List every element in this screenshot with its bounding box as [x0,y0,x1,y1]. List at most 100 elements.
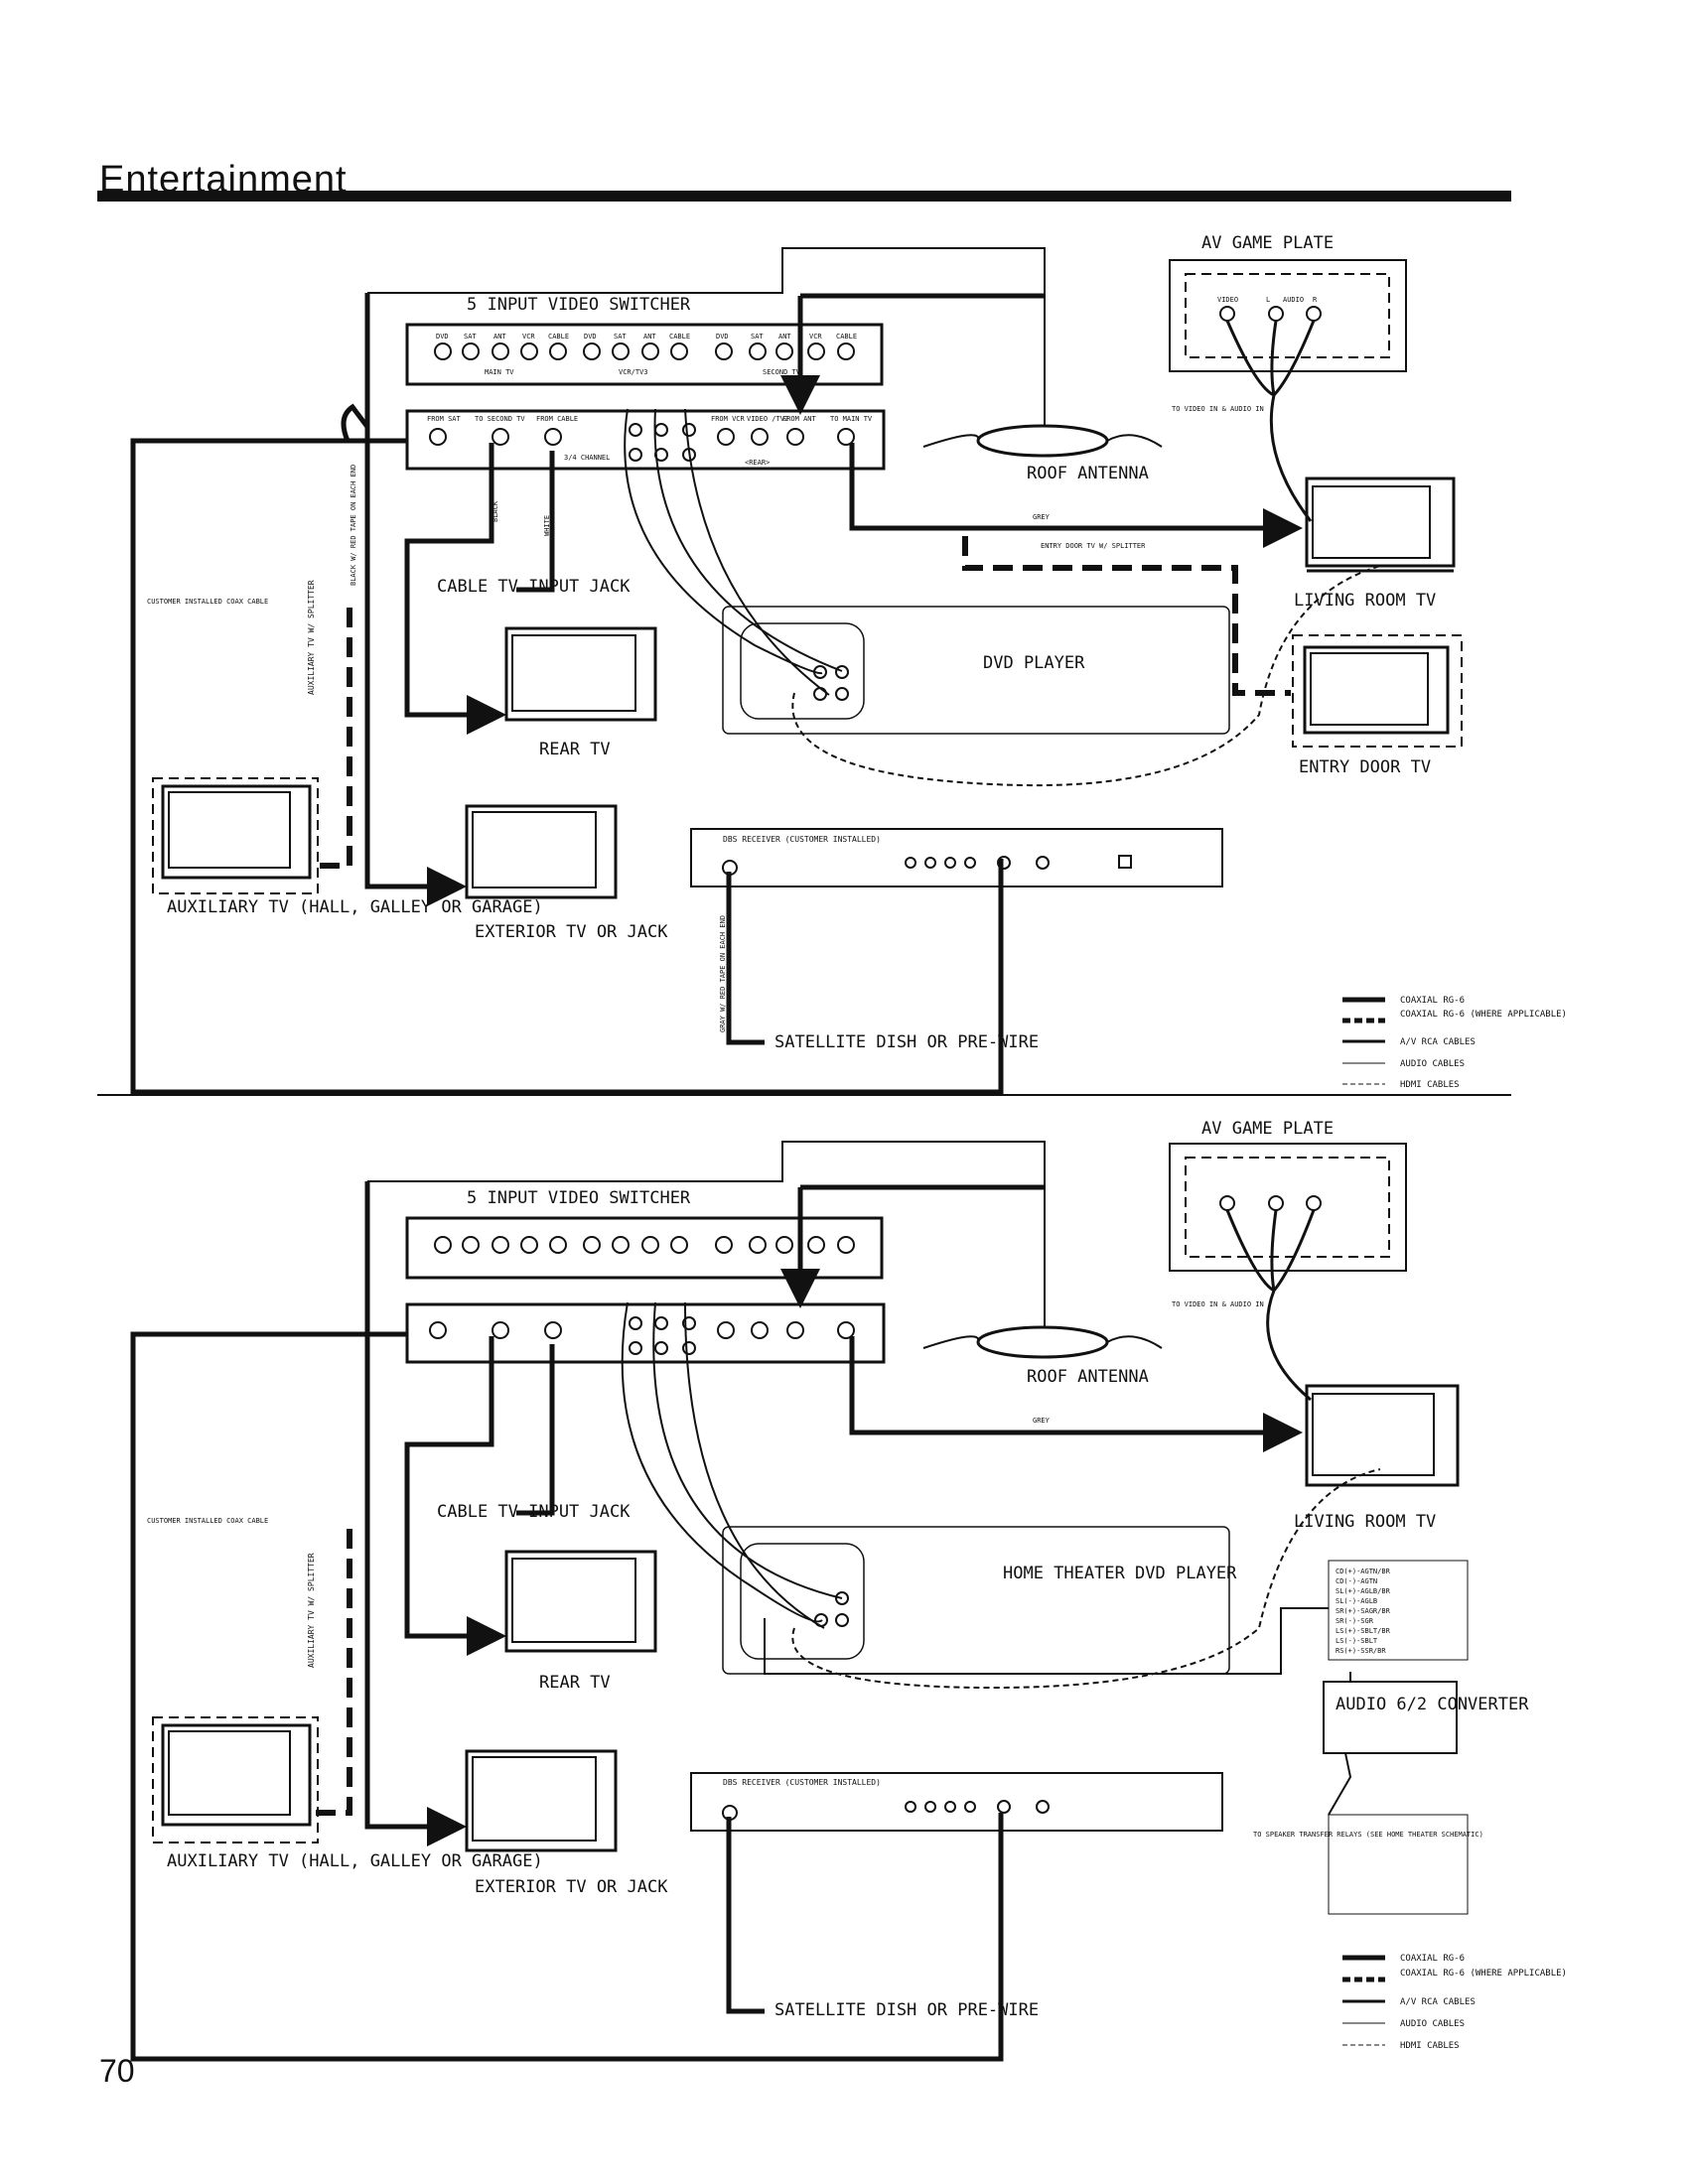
dbs-receiver: DBS RECEIVER (CUSTOMER INSTALLED) SATELL… [690,828,1223,1052]
auxiliary-tv: AUXILIARY TV (HALL, GALLEY OR GARAGE) AU… [152,580,543,917]
front-label-sat2: SAT [614,333,627,341]
auxiliary-tv-2: AUXILIARY TV (HALL, GALLEY OR GARAGE) AU… [152,1553,543,1871]
front-label-dvd3: DVD [716,333,729,341]
legend-audio-2: AUDIO CABLES [1400,2019,1465,2029]
rca-cables-bottom [621,1301,1381,1816]
auxiliary-tv-label: AUXILIARY TV (HALL, GALLEY OR GARAGE) [167,897,543,917]
audio-converter-label: AUDIO 6/2 CONVERTER [1336,1695,1529,1714]
roof-antenna-label-2: ROOF ANTENNA [1027,1367,1149,1387]
living-room-tv-2: LIVING ROOM TV [1294,1384,1460,1532]
living-room-tv-label: LIVING ROOM TV [1294,591,1436,611]
dbs-receiver-2: DBS RECEIVER (CUSTOMER INSTALLED) SATELL… [690,1772,1223,2020]
jack-audio: AUDIO [1283,296,1304,304]
audio-converter: AUDIO 6/2 CONVERTER TO SPEAKER TRANSFER … [1253,1560,1529,1915]
dashed-cables-bottom [310,1529,352,1816]
rear-from-vcr: FROM VCR [711,415,746,423]
page-number: 70 [99,2053,135,2089]
cable-tv-jack-label: CABLE TV INPUT JACK [437,577,631,597]
jack-l: L [1266,296,1270,304]
rear-from-cable: FROM CABLE [536,415,578,423]
legend-bottom: COAXIAL RG-6 COAXIAL RG-6 (WHERE APPLICA… [1342,1954,1567,2051]
legend-audio: AUDIO CABLES [1400,1059,1465,1069]
customer-coax-label: CUSTOMER INSTALLED COAX CABLE [147,598,268,606]
wire-label: SR(+)-SAGR/BR [1336,1607,1391,1615]
dbs-receiver-label-2: DBS RECEIVER (CUSTOMER INSTALLED) [723,1778,881,1787]
sat-tape-label: GRAY W/ RED TAPE ON EACH END [719,915,727,1032]
video-switcher: 5 INPUT VIDEO SWITCHER DVD SAT ANT [405,295,886,471]
dvd-player: DVD PLAYER [722,606,1230,735]
exterior-tv: EXTERIOR TV OR JACK [465,804,668,942]
front-label-cable2: CABLE [669,333,690,341]
dbs-receiver-label: DBS RECEIVER (CUSTOMER INSTALLED) [723,835,881,844]
front-label-ant3: ANT [778,333,791,341]
diagram-top: 5 INPUT VIDEO SWITCHER DVD SAT ANT [130,233,1463,1095]
front-label-sat: SAT [464,333,477,341]
legend-top: COAXIAL RG-6 COAXIAL RG-6 (WHERE APPLICA… [1342,996,1567,1090]
switcher-title: 5 INPUT VIDEO SWITCHER [467,295,691,315]
rear-text: <REAR> [745,459,770,467]
to-video-in: TO VIDEO IN & AUDIO IN [1172,405,1264,413]
auxiliary-splitter-label: AUXILIARY TV W/ SPLITTER [307,580,316,695]
exterior-tv-label-2: EXTERIOR TV OR JACK [475,1877,668,1897]
switcher-title-2: 5 INPUT VIDEO SWITCHER [467,1188,691,1208]
entry-door-tv: ENTRY DOOR TV ENTRY DOOR TV W/ SPLITTER [1041,542,1463,777]
exterior-tv-label: EXTERIOR TV OR JACK [475,922,668,942]
dashed-cables-top [310,536,1291,869]
black-red-tape-label: BLACK W/ RED TAPE ON EACH END [350,465,357,586]
rear-from-ant: FROM ANT [782,415,817,423]
rear-to-second-tv: TO SECOND TV [475,415,525,423]
rca-cables-top [624,408,1381,1092]
satellite-dish-label-2: SATELLITE DISH OR PRE-WIRE [774,2000,1039,2020]
legend-coax: COAXIAL RG-6 [1400,996,1465,1006]
header-rule [97,191,1511,202]
living-room-tv: LIVING ROOM TV [1294,477,1456,611]
channel-text: 3/4 CHANNEL [564,454,610,462]
customer-coax-label-2: CUSTOMER INSTALLED COAX CABLE [147,1517,268,1525]
av-game-plate-2: AV GAME PLATE TO VIDEO IN & AUDIO IN [1169,1119,1407,1402]
front-label-cable: CABLE [548,333,569,341]
rear-tv-2: REAR TV [504,1550,657,1693]
rear-tv-label: REAR TV [539,740,611,759]
group-vcr-tv3: VCR/TV3 [619,368,648,376]
wire-label: CD(+)-AGTN/BR [1336,1568,1391,1575]
speaker-relays-label: TO SPEAKER TRANSFER RELAYS (SEE HOME THE… [1253,1831,1483,1839]
wire-label: LS(-)-SBLT [1336,1637,1378,1645]
group-main-tv: MAIN TV [485,368,514,376]
rear-to-main-tv: TO MAIN TV [830,415,873,423]
exterior-tv-2: EXTERIOR TV OR JACK [465,1749,668,1897]
section-divider [97,1094,1511,1096]
home-theater-dvd: HOME THEATER DVD PLAYER [722,1526,1237,1675]
roof-antenna-2: ROOF ANTENNA GREY [922,1325,1163,1425]
wire-label: LS(+)-SBLT/BR [1336,1627,1391,1635]
front-label-vcr3: VCR [809,333,822,341]
front-label-cable3: CABLE [836,333,857,341]
diagram-bottom: 5 INPUT VIDEO SWITCHER AV GAME PLATE [130,1119,1529,2062]
roof-antenna-label: ROOF ANTENNA [1027,464,1149,483]
wire-list-top: CD(+)-AGTN/BR CD(-)-AGTN SL(+)-AGLB/BR S… [1328,1560,1469,1661]
rear-tv: REAR TV [504,626,657,759]
av-game-plate-label: AV GAME PLATE [1201,233,1334,253]
legend-coax-2: COAXIAL RG-6 [1400,1954,1465,1964]
to-video-in-2: TO VIDEO IN & AUDIO IN [1172,1300,1264,1308]
wire-label: RS(+)-SSR/BR [1336,1647,1386,1655]
rear-video-tv2: VIDEO /TV2 [747,415,788,423]
front-label-sat3: SAT [751,333,764,341]
legend-rca-2: A/V RCA CABLES [1400,1997,1476,2007]
front-label-ant: ANT [493,333,506,341]
roof-antenna: ROOF ANTENNA GREY [922,424,1163,521]
legend-hdmi-2: HDMI CABLES [1400,2041,1460,2051]
wire-label: SL(+)-AGLB/BR [1336,1587,1391,1595]
living-room-tv-label-2: LIVING ROOM TV [1294,1512,1436,1532]
jack-video: VIDEO [1217,296,1238,304]
home-theater-dvd-label: HOME THEATER DVD PLAYER [1003,1564,1237,1583]
grey-label: GREY [1033,513,1051,521]
legend-coax-optional: COAXIAL RG-6 (WHERE APPLICABLE) [1400,1010,1567,1020]
jack-r: R [1313,296,1318,304]
legend-hdmi: HDMI CABLES [1400,1080,1460,1090]
rear-tv-label-2: REAR TV [539,1673,611,1693]
entry-door-splitter: ENTRY DOOR TV W/ SPLITTER [1041,542,1146,550]
front-label-vcr: VCR [522,333,535,341]
white-label: WHITE [543,515,551,536]
